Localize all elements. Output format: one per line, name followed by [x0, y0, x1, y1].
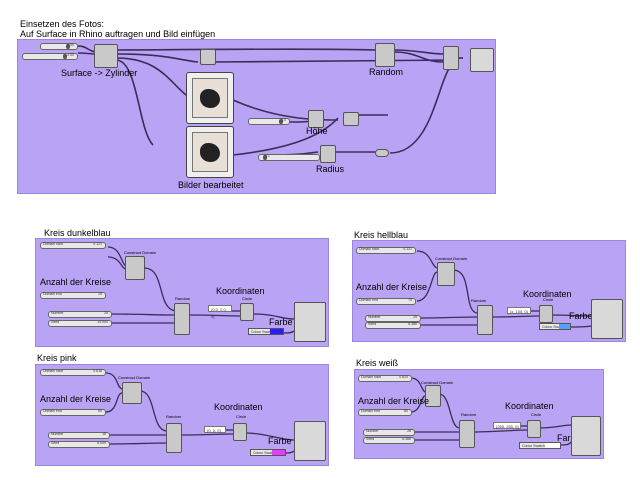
g4-farbe-label: Farbe [557, 433, 581, 443]
group-kreis-hellblau[interactable]: Domain start 0.121 Domain end 75 Constru… [352, 240, 626, 342]
g1-construct-label: Construct Domain [124, 250, 157, 255]
g3-slider-domain-end[interactable]: Domain end 50 [40, 409, 106, 416]
component-hoehe-1[interactable] [308, 110, 324, 128]
group-top[interactable]: 1.00 2.00 Surface -> Zylinder Bilder bea… [17, 39, 496, 194]
g4-koordinaten-label: Koordinaten [505, 401, 554, 411]
g2-slider-seed[interactable]: Seed 6.386 [365, 322, 421, 329]
g1-random-component[interactable] [174, 303, 190, 335]
g2-coordinate-panel[interactable]: {x, 100, 0} [507, 307, 531, 314]
g1-coordinate-panel[interactable]: {0.0, 0.0, 0} [208, 305, 232, 319]
g2-colour-swatch[interactable]: Colour Swatch [539, 323, 571, 330]
g1-farbe-label: Farbe [269, 317, 293, 327]
g4-random-label: Random [461, 412, 477, 417]
g2-farbe-label: Farbe [569, 311, 593, 321]
g1-slider-number[interactable]: Number 25 [48, 311, 112, 318]
group3-title: Kreis pink [37, 353, 77, 363]
g1-construct-domain[interactable] [125, 256, 145, 280]
g4-coordinate-panel[interactable]: {255, 255, 0} [493, 422, 521, 429]
bilder-bearbeitet-label: Bilder bearbeitet [178, 180, 244, 190]
surface-cylinder-component[interactable] [94, 44, 118, 68]
g3-colour-swatch[interactable]: Colour Swatch [250, 449, 286, 456]
g4-anzahl-label: Anzahl der Kreise [358, 396, 430, 406]
g3-koordinaten-label: Koordinaten [214, 402, 263, 412]
g2-slider-domain-end[interactable]: Domain end 75 [356, 298, 416, 305]
g1-anzahl-label: Anzahl der Kreise [40, 277, 112, 287]
g1-random-label: Random [175, 296, 191, 301]
g2-random-component[interactable] [477, 305, 493, 335]
g1-slider-seed[interactable]: Seed 10.000 [48, 320, 112, 327]
hoehe-label: Höhe [306, 126, 328, 136]
image-preview-1[interactable] [186, 72, 234, 124]
group4-title: Kreis weiß [356, 358, 399, 368]
g4-custom-preview[interactable] [571, 416, 601, 456]
header-title-line1: Einsetzen des Fotos: [20, 19, 105, 29]
g3-slider-seed[interactable]: Seed 6.009 [48, 441, 110, 448]
g1-koordinaten-label: Koordinaten [216, 286, 265, 296]
component-radius[interactable] [320, 145, 336, 163]
g2-koordinaten-label: Koordinaten [523, 289, 572, 299]
g3-coordinate-panel[interactable]: {0, 0, 0} [204, 426, 226, 433]
g4-slider-seed[interactable]: Seed 6.386 [363, 437, 415, 444]
g3-random-component[interactable] [166, 423, 182, 453]
g3-slider-domain-start[interactable]: Domain start 0.618 [40, 369, 106, 376]
surface-cylinder-label: Surface -> Zylinder [61, 68, 138, 78]
g3-custom-preview[interactable] [294, 421, 326, 461]
g4-construct-label: Construct Domain [421, 380, 454, 385]
slider-hoehe[interactable]: 2.0 [248, 118, 290, 125]
g2-slider-number[interactable]: Number 25 [365, 315, 421, 322]
g4-construct-domain[interactable] [425, 385, 441, 407]
random-label: Random [369, 67, 404, 77]
g2-random-label: Random [471, 298, 487, 303]
custom-preview-top[interactable] [470, 48, 494, 72]
group-kreis-dunkelblau[interactable]: Domain start 0.121 Domain end 25 Constru… [35, 238, 329, 347]
cat-photo-icon-2 [199, 142, 221, 162]
g2-anzahl-label: Anzahl der Kreise [356, 282, 428, 292]
g3-farbe-label: Farbe [268, 436, 292, 446]
g1-circle-label: Circle [242, 296, 253, 301]
g4-slider-domain-start[interactable]: Domain start 0.620 [358, 375, 412, 382]
image-preview-2[interactable] [186, 126, 234, 178]
radius-label: Radius [316, 164, 345, 174]
g1-custom-preview[interactable] [294, 302, 326, 342]
g2-slider-domain-start[interactable]: Domain start 0.121 [356, 247, 416, 254]
g4-slider-number[interactable]: Number 28 [363, 429, 415, 436]
group2-title: Kreis hellblau [354, 230, 409, 240]
g1-colour-swatch[interactable]: Colour Swatch [248, 328, 284, 335]
slider-top-2[interactable]: 2.00 [22, 53, 78, 60]
g1-slider-domain-end[interactable]: Domain end 25 [40, 292, 106, 299]
component-top-2[interactable] [200, 49, 216, 65]
g3-anzahl-label: Anzahl der Kreise [40, 394, 112, 404]
g2-circle-label: Circle [543, 297, 554, 302]
group1-title: Kreis dunkelblau [44, 228, 111, 238]
g3-random-label: Random [166, 414, 182, 419]
g4-colour-swatch[interactable]: Colour Swatch [519, 442, 561, 449]
g3-slider-number[interactable]: Number 18 [48, 432, 110, 439]
g3-circle-component[interactable] [233, 423, 247, 441]
g4-circle-label: Circle [531, 412, 542, 417]
g4-random-component[interactable] [459, 420, 475, 448]
g2-construct-domain[interactable] [437, 262, 455, 286]
g3-construct-label: Construct Domain [118, 375, 151, 380]
g1-slider-domain-start[interactable]: Domain start 0.121 [40, 242, 106, 249]
g2-custom-preview[interactable] [591, 299, 623, 339]
cat-photo-icon [199, 88, 221, 108]
g1-circle-component[interactable] [240, 303, 254, 321]
top-wires [77, 45, 463, 156]
header-title-line2: Auf Surface in Rhino auftragen und Bild … [20, 29, 216, 39]
g2-construct-label: Construct Domain [435, 256, 468, 261]
slider-top-1[interactable]: 1.00 [40, 43, 78, 50]
random-component[interactable] [375, 43, 395, 67]
g3-circle-label: Circle [236, 414, 247, 419]
g4-slider-domain-end[interactable]: Domain end 80 [358, 409, 412, 416]
g3-construct-domain[interactable] [122, 382, 142, 404]
group-kreis-pink[interactable]: Domain start 0.618 Domain end 50 Constru… [35, 364, 329, 466]
g2-circle-component[interactable] [539, 305, 553, 323]
slider-radius[interactable]: 0.1 [258, 154, 320, 161]
relay-node[interactable] [375, 149, 389, 157]
cylinder-component[interactable] [443, 46, 459, 70]
component-hoehe-2[interactable] [343, 112, 359, 126]
g4-circle-component[interactable] [527, 420, 541, 438]
group-kreis-weiss[interactable]: Domain start 0.620 Domain end 80 Constru… [354, 369, 604, 459]
